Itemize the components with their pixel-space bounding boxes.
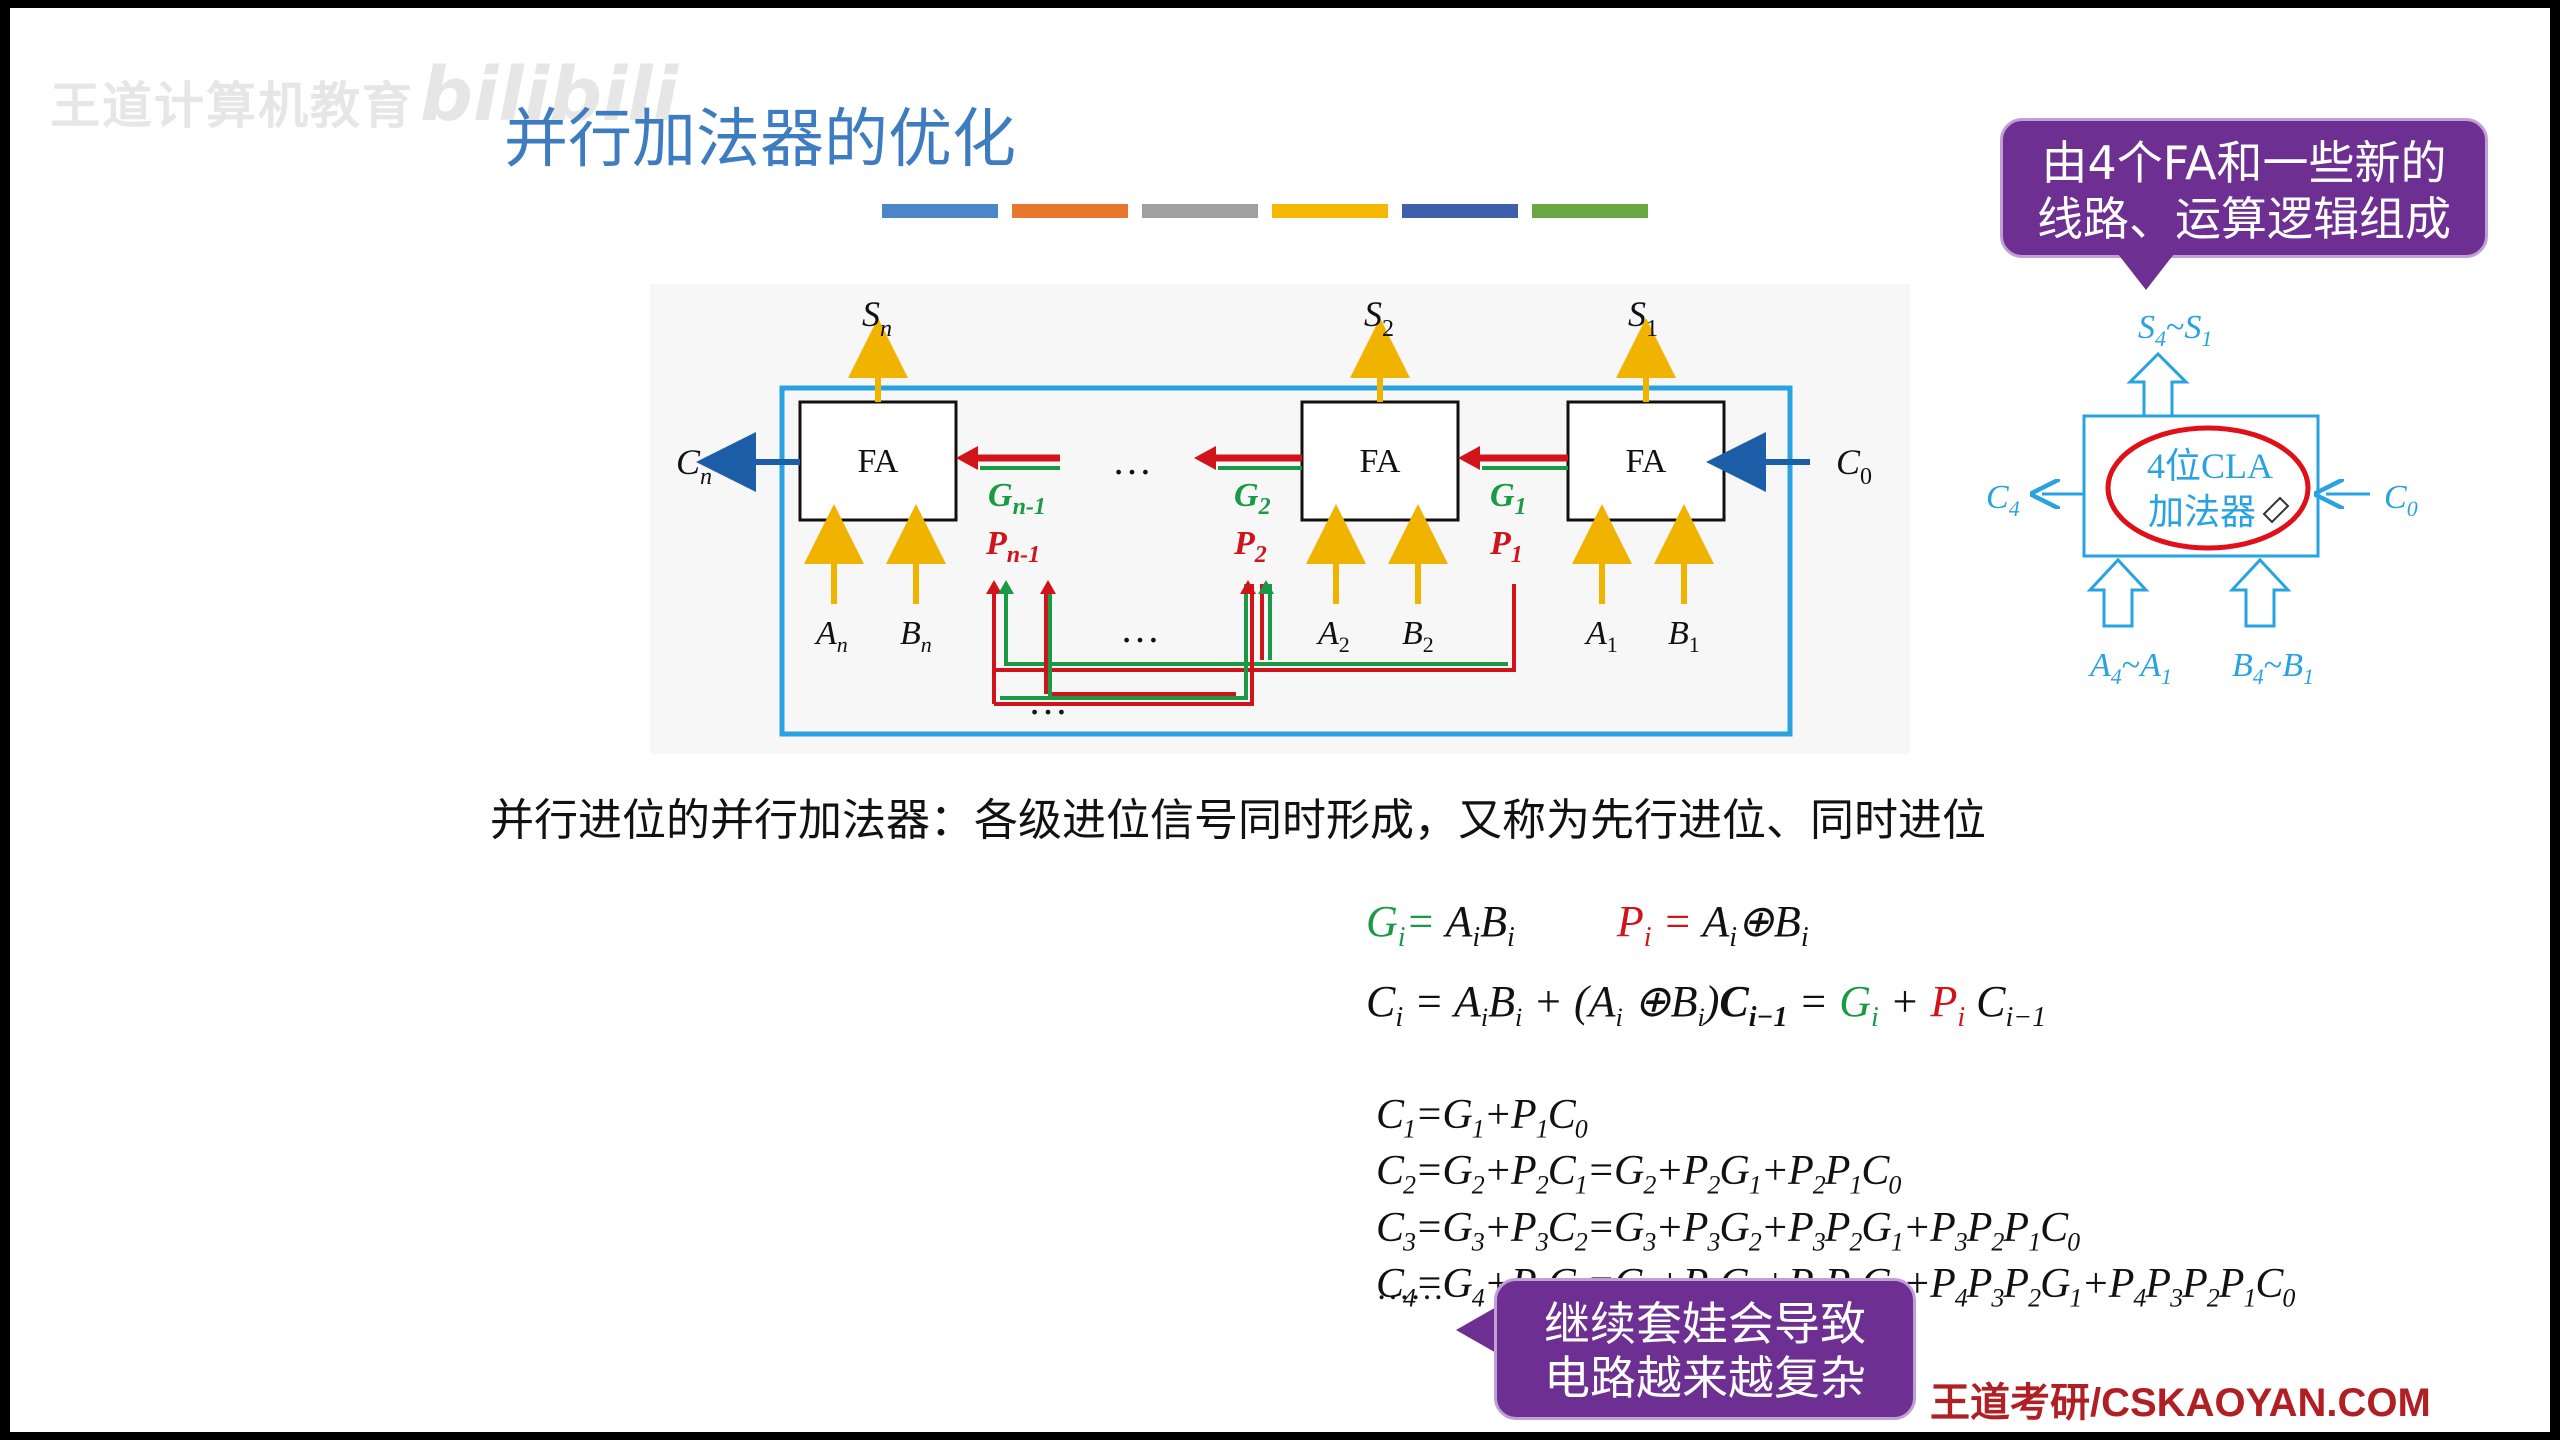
fa-block-1: FA	[1566, 400, 1726, 522]
cla-in-b-label: B4~B1	[2232, 647, 2314, 689]
formula-c3: C3=G3+P3C2=G3+P3G2+P3P2G1+P3P2P1C0	[1376, 1204, 2080, 1257]
title-color-bar	[1272, 204, 1388, 218]
callout-bottom-line1: 继续套娃会导致	[1544, 1297, 1866, 1351]
b-label-2: B2	[1402, 615, 1434, 657]
callout-top-tail	[2118, 254, 2174, 290]
cla-adder-diagram: S4~S1 4位CLA 加法器 C4 C0 A4~A1 B4~B1	[1986, 309, 2418, 689]
cla-carry-out-label: C4	[1986, 479, 2020, 521]
carry-out-label: Cn	[676, 442, 712, 490]
gp-arrow-mid	[1194, 446, 1302, 470]
title-color-bar	[1532, 204, 1648, 218]
cla-in-a-label: A4~A1	[2088, 647, 2172, 689]
title-color-bar	[1142, 204, 1258, 218]
callout-top: 由4个FA和一些新的 线路、运算逻辑组成	[2000, 118, 2488, 258]
description-text: 并行进位的并行加法器：各级进位信号同时形成，又称为先行进位、同时进位	[490, 795, 1986, 846]
page-title-text: 并行加法器的优化	[504, 103, 1016, 177]
dots-top: …	[1112, 438, 1152, 483]
bilibili-logo: bilibili	[420, 52, 679, 138]
fa-label: FA	[1360, 443, 1401, 480]
formula-c2: C2=G2+P2C1=G2+P2G1+P2P1C0	[1376, 1148, 1901, 1200]
a-label-n: An	[814, 615, 848, 657]
ellipsis: ……	[1376, 1270, 1444, 1307]
gp-arrow-2	[1458, 446, 1568, 470]
callout-bottom-tail	[1456, 1306, 1498, 1354]
outer-frame	[779, 385, 1793, 737]
callout-bottom-line2: 电路越来越复杂	[1544, 1351, 1866, 1405]
brand-footer: 王道考研/CSKAOYAN.COM	[1930, 1381, 2431, 1425]
sum-label-2: S2	[1364, 294, 1394, 342]
p-label-1: P1	[1489, 525, 1523, 568]
fa-label: FA	[858, 443, 899, 480]
formula-c1: C1=G1+P1C0	[1376, 1092, 1588, 1144]
pen-cursor-icon	[2262, 496, 2290, 524]
parallel-adder-diagram: FA FA FA Sn S2 S1 Cn C0	[650, 284, 1910, 754]
cla-out-label: S4~S1	[2138, 309, 2212, 351]
page-title: 并行加法器的优化	[10, 88, 2550, 180]
b-label-1: B1	[1668, 615, 1700, 657]
fa-block-2: FA	[1300, 400, 1460, 522]
title-color-bar	[1012, 204, 1128, 218]
cla-block	[2082, 414, 2320, 558]
cla-label-line1: 4位CLA	[2147, 446, 2273, 486]
callout-top-line2: 线路、运算逻辑组成	[2037, 192, 2451, 246]
sum-label-1: S1	[1628, 294, 1658, 342]
dots-bottom: …	[1028, 678, 1068, 723]
dots-middle: …	[1120, 606, 1160, 651]
a-label-1: A1	[1584, 615, 1618, 657]
fa-label: FA	[1626, 443, 1667, 480]
cla-label-line2: 加法器	[2148, 492, 2256, 532]
fa-block-n: FA	[798, 400, 958, 522]
slide: 王道计算机教育 bilibili 并行加法器的优化 由4个FA和一些新的 线路、…	[10, 8, 2550, 1432]
cla-input-a-arrow	[2086, 557, 2150, 628]
p-label-n: Pn-1	[985, 525, 1040, 568]
sum-label-n: Sn	[862, 294, 892, 342]
wiring-arrowheads	[986, 580, 1274, 594]
cla-carry-in-label: C0	[2384, 479, 2418, 521]
g-label-2: G2	[1234, 477, 1271, 520]
cla-output-arrow	[2126, 351, 2190, 418]
formula-g-p: Gi= AiBi Pi = Ai⊕Bi	[1366, 897, 1809, 953]
title-color-bar	[882, 204, 998, 218]
watermark-text: 王道计算机教育	[50, 77, 414, 135]
formula-carry: Ci = AiBi + (Ai ⊕Bi)Ci−1 = Gi + Pi Ci−1	[1366, 977, 2047, 1033]
input-arrows	[804, 504, 1714, 604]
carry-in-label: C0	[1836, 442, 1872, 490]
cla-input-b-arrow	[2228, 557, 2292, 628]
p-label-2: P2	[1233, 525, 1267, 568]
callout-bottom: 继续套娃会导致 电路越来越复杂	[1494, 1278, 1916, 1420]
callout-top-line1: 由4个FA和一些新的	[2041, 136, 2447, 190]
g-label-n: Gn-1	[988, 477, 1046, 520]
cla-highlight-circle	[2105, 425, 2311, 551]
gp-arrow-n	[956, 446, 1060, 470]
a-label-2: A2	[1316, 615, 1350, 657]
title-color-bar	[1402, 204, 1518, 218]
b-label-n: Bn	[900, 615, 932, 657]
g-label-1: G1	[1490, 477, 1527, 520]
carry-lookahead-wiring	[992, 584, 1516, 706]
